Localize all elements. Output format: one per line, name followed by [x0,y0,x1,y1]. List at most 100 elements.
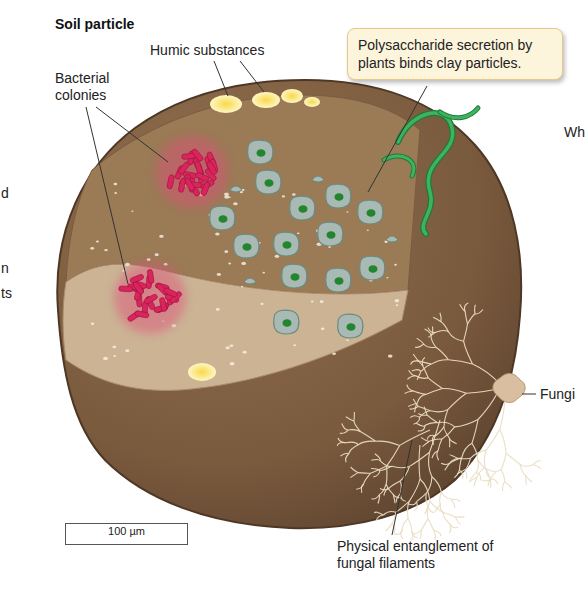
bacterial-colony [114,136,228,334]
fungal-filament [412,370,421,372]
bacterium [167,174,175,189]
fungal-filament [484,450,486,468]
fungal-filament [477,468,485,478]
pore-dot [104,249,107,251]
cell-wall [248,140,273,164]
fungal-filament [364,473,371,484]
pore-dot [155,253,159,256]
cell-wall [282,264,307,288]
clay-cell [290,196,315,220]
fungal-filament [380,484,387,495]
cell-nucleus [283,319,292,327]
pore-dot [230,362,235,365]
fungal-filament [414,502,417,511]
clay-cell [318,222,343,246]
text-fragment: ts [1,285,12,302]
pore-dot [243,351,247,354]
fungal-filament [426,493,428,506]
fungal-filament [442,427,455,439]
fungal-filament [409,479,420,501]
cell-wall [326,268,351,292]
pore-dot [216,308,220,311]
fungal-filament [420,479,430,501]
pore-dot [131,211,133,212]
cell-nucleus [257,149,266,157]
pore-dot [125,263,130,267]
clay-cell [358,200,383,224]
pore-dot [388,354,393,357]
pore-dot [394,264,397,266]
pore-dot [159,235,164,238]
pore-dot [114,192,117,194]
pore-dot [91,322,94,324]
cell-nucleus [369,265,378,273]
fungal-filament [402,519,408,530]
part-label: Humic substances [150,42,264,59]
bacterium [195,172,210,182]
leader-lines [86,61,536,535]
cell-wall [360,256,385,280]
fungal-filament [455,516,464,517]
cell-wall [318,222,343,246]
clay-cell [274,232,299,256]
fungal-filament [464,303,468,312]
fungal-filament [342,424,349,431]
fungal-filament [533,465,541,469]
fungal-filament [430,501,444,512]
fungal-filament [474,478,477,487]
fungal-filament [448,360,472,364]
cell-nucleus [219,215,228,223]
fungal-filament [426,477,432,494]
cell-wall [234,234,259,258]
fungal-filament [428,519,434,530]
fungal-filament [457,470,465,474]
fungal-filament [410,416,419,418]
clay-fragment [312,176,324,182]
cell-nucleus [265,179,274,187]
pore-dot [147,258,151,261]
fungal-filament [407,385,414,391]
fungal-filament [408,519,412,531]
fungal-filament [438,422,455,427]
fungal-filament [465,470,467,479]
pore-dot [241,262,246,265]
cell-nucleus [347,323,356,331]
fungal-filament [440,492,442,505]
text-fragment: Wh [564,124,585,141]
fungal-filament [424,407,427,416]
fungal-filament [501,453,506,470]
part-label: Fungi [540,386,575,403]
fungal-filament [428,506,434,513]
fungal-filament [429,452,432,476]
fungal-filament [468,314,476,324]
fungal-filament [337,443,346,446]
pore-dots [90,183,399,366]
text-fragment: d [1,185,9,202]
clay-cell [256,170,281,194]
pore-dot [230,344,234,347]
fungal-filament [346,454,349,463]
bacterium [119,286,133,292]
pore-dot [282,195,285,197]
fungal-filament [475,310,483,314]
figure-title: Soil particle [55,16,134,33]
fungal-filament [442,388,466,393]
fungal-filament [400,430,430,445]
pore-dot [297,232,300,234]
pore-dot [228,262,231,264]
fungal-filament [464,324,468,341]
fungal-filament [451,499,455,508]
pore-dot [90,247,94,250]
pore-dot [225,346,229,349]
fungal-filament [418,425,425,431]
fungal-filament [401,530,403,539]
pore-dot [224,193,229,197]
fungal-filament [449,332,464,341]
callout-box: Polysaccharide secretion by plants binds… [347,28,563,80]
pore-dot [113,183,117,186]
cell-nucleus [335,277,344,285]
pore-dot [113,355,116,357]
fungal-filament [427,501,429,519]
fungal-filament [464,341,473,364]
